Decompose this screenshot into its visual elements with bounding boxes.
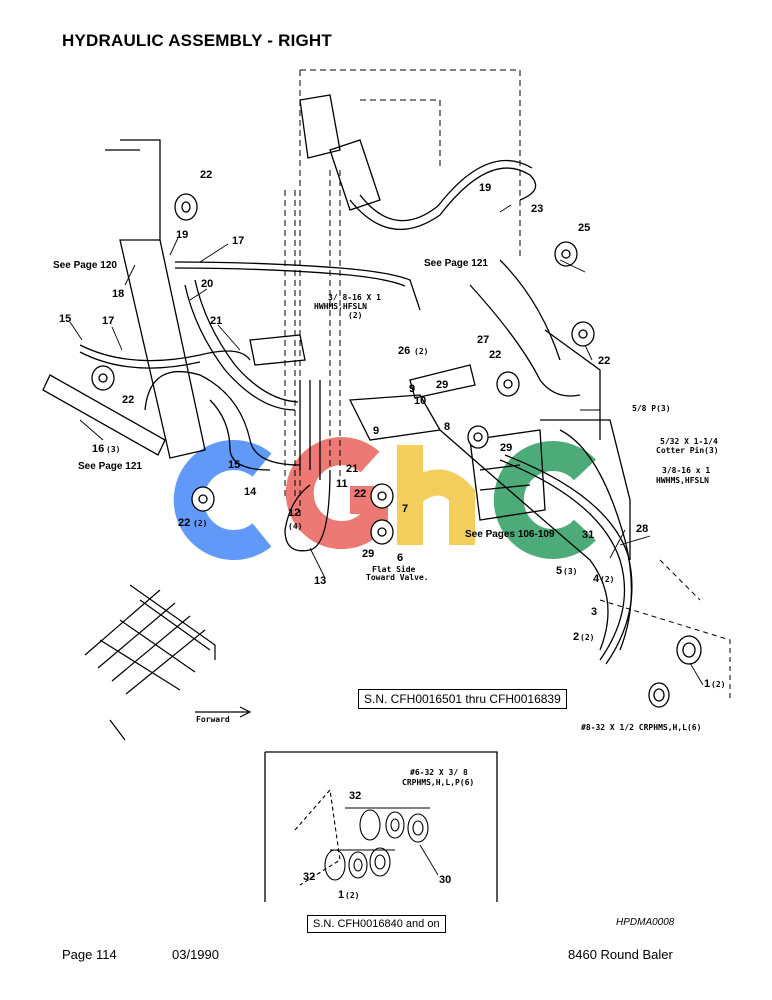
callout-4-qty: (2) [600,575,614,584]
pin-spec: 5/8 P(3) [632,404,671,413]
callout-3: 3 [591,606,597,618]
bolt-spec: 3/ 8-16 X 1 [328,293,381,302]
callout-22: 22 [489,349,501,361]
forward-arrow [195,706,252,718]
drawing-id: HPDMA0008 [616,917,675,928]
footer-date: 03/1990 [172,947,219,962]
callout-21: 21 [346,463,358,475]
callout-5-qty: (3) [563,567,577,576]
forward-inset [84,584,252,741]
callout-29: 29 [436,379,448,391]
callout-2: 2 [573,631,579,643]
see-page-121: See Page 121 [78,461,142,472]
callout-10: 10 [414,395,426,407]
serial-range-label: S.N. CFH0016501 thru CFH0016839 [358,689,567,709]
bolt-spec: 3/8-16 x 1 [662,466,710,475]
callout-32: 32 [349,790,361,802]
cotter-pin-spec: 5/32 X 1-1/4 [660,437,718,446]
callout-13: 13 [314,575,326,587]
callout-29: 29 [500,442,512,454]
callout-9: 9 [409,383,415,395]
serial-range-label: S.N. CFH0016840 and on [307,915,446,933]
callout-22: 22 [200,169,212,181]
part-callouts: 22 19 23 25 17 19 18 20 15 17 21 27 26 (… [59,169,725,901]
callout-25: 25 [578,222,590,234]
screw-spec: CRPHMS,H,L,P(6) [402,778,474,787]
footer-page-number: Page 114 [62,947,117,962]
callout-15: 15 [228,459,240,471]
screw-spec: #8-32 X 1/2 CRPHMS,H,L(6) [581,723,701,732]
callout-1-qty: (2) [711,680,725,689]
callout-21: 21 [210,315,222,327]
callout-31: 31 [582,529,594,541]
callout-26: 26 [398,345,410,357]
flat-side-note: Flat Side [372,564,416,574]
callout-2-qty: (2) [580,633,594,642]
callout-16: 16 [92,443,104,455]
callout-30: 30 [439,874,451,886]
flat-side-note: Toward Valve. [366,573,429,582]
watermark-letter-g [285,437,388,550]
callout-15: 15 [59,313,71,325]
see-pages-106-109: See Pages 106-109 [465,529,555,540]
callout-1: 1 [338,889,344,901]
cotter-pin-spec: Cotter Pin(3) [656,445,719,455]
bolt-spec: HWHMS,HFSLN [314,302,367,311]
callout-22: 22 [122,394,134,406]
callout-23: 23 [531,203,543,215]
hose-routing [42,69,731,700]
hardware-notes: 3/ 8-16 X 1 HWHMS,HFSLN (2) 5/8 P(3) 5/3… [196,293,719,787]
callout-26-qty: (2) [414,347,428,356]
detail-inset [264,751,498,902]
callout-27: 27 [477,334,489,346]
page-references: See Page 120 See Page 121 See Page 121 S… [53,258,555,540]
leader-lines [69,204,704,876]
callout-22-qty: (2) [193,519,207,528]
callout-17: 17 [232,235,244,247]
bolt-spec: HWHMS,HFSLN [656,476,709,485]
washer-parts [91,193,702,708]
callout-9: 9 [373,425,379,437]
callout-7: 7 [402,503,408,515]
callout-22: 22 [598,355,610,367]
callout-22: 22 [178,517,190,529]
forward-label: Forward [196,715,230,724]
callout-20: 20 [201,278,213,290]
callout-4: 4 [593,573,600,585]
screw-spec: #6-32 X 3/ 8 [410,768,468,777]
callout-28: 28 [636,523,648,535]
callout-17: 17 [102,315,114,327]
footer-model: 8460 Round Baler [568,947,673,962]
callout-22: 22 [354,488,366,500]
callout-1-qty: (2) [345,891,359,900]
callout-16-qty: (3) [106,445,120,454]
bolt-spec-qty: (2) [348,311,362,320]
callout-1: 1 [704,678,710,690]
callout-29: 29 [362,548,374,560]
page-title: HYDRAULIC ASSEMBLY - RIGHT [62,31,332,50]
callout-5: 5 [556,565,562,577]
callout-8: 8 [444,421,450,433]
callout-19: 19 [479,182,491,194]
callout-6: 6 [397,552,403,564]
watermark-letter-c1 [173,440,272,560]
callout-12: 12 [288,507,300,519]
callout-32: 32 [303,871,315,883]
callout-19: 19 [176,229,188,241]
callout-12-qty: (4) [288,522,302,531]
watermark-logo [173,437,596,560]
callout-11: 11 [336,478,348,490]
see-page-121: See Page 121 [424,258,488,269]
callout-14: 14 [244,486,257,498]
see-page-120: See Page 120 [53,260,117,271]
watermark-letter-h [397,445,475,545]
callout-18: 18 [112,288,124,300]
watermark-letter-c2 [493,441,596,559]
